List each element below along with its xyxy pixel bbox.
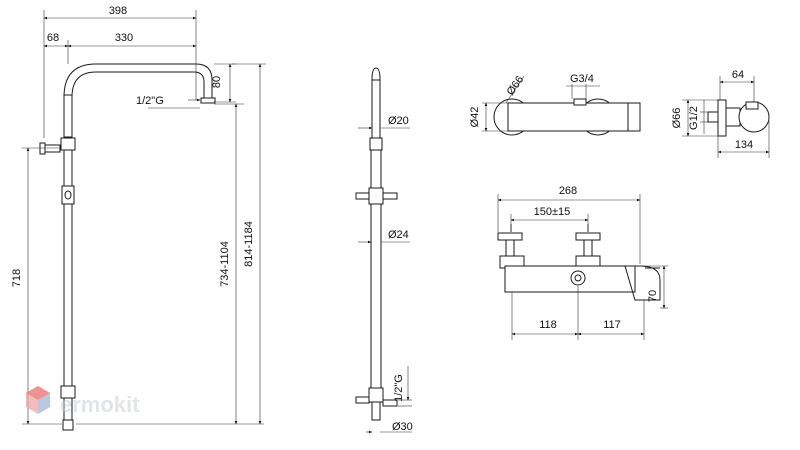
arm-inner (71, 71, 205, 100)
dim-dia-30: Ø30 (392, 421, 413, 433)
side-base (371, 402, 381, 421)
front-body (504, 265, 636, 293)
dim-g12-side: G1/2 (688, 106, 700, 130)
dim-dia-24: Ø24 (388, 229, 409, 241)
mixer-top-view: Ø66 G3/4 Ø42 (469, 73, 641, 136)
shower-column-side-view: Ø20 Ø24 1/2"G Ø30 (355, 67, 413, 434)
dim-height-718: 718 (11, 269, 23, 287)
column-joint-top (60, 137, 76, 151)
dim-70: 70 (647, 290, 659, 302)
side-mixer-inlet (707, 111, 719, 123)
dim-150: 150±15 (534, 206, 571, 218)
thread-top-label: 1/2"G (136, 95, 164, 107)
column-base (62, 419, 74, 431)
dim-118: 118 (539, 319, 557, 331)
side-slide-left (355, 192, 370, 200)
top-outlet (573, 98, 587, 106)
dim-dia-20: Ø20 (388, 115, 409, 127)
head-outlet (200, 97, 216, 104)
dim-268: 268 (559, 185, 577, 197)
dim-offset-68: 68 (47, 32, 59, 44)
front-outlet-hole (574, 274, 582, 282)
dim-height-814-1184: 814-1184 (243, 221, 255, 267)
wall-plate (39, 142, 46, 155)
side-top-cap (371, 67, 381, 81)
side-mixer-plate (717, 99, 727, 137)
dim-g34: G3/4 (570, 73, 594, 85)
side-mixer-nut (725, 107, 741, 127)
column-joint-bottom (60, 385, 76, 399)
dim-134: 134 (735, 139, 753, 151)
side-upper-pipe (371, 79, 381, 141)
side-joint-top (369, 137, 383, 151)
dim-64: 64 (732, 69, 744, 81)
dim-dia-42: Ø42 (469, 107, 481, 128)
upper-pipe (63, 94, 73, 138)
front-right-stem (583, 239, 593, 259)
column-pipe (63, 134, 73, 426)
slide-knob (64, 190, 72, 200)
side-bottom-right (382, 399, 398, 407)
dim-total-width: 398 (109, 5, 127, 17)
watermark-text: ermokit (60, 392, 140, 417)
front-left-eccentric (497, 232, 523, 241)
wall-bracket (43, 144, 61, 153)
mixer-side-view: 64 Ø66 G1/2 134 (671, 69, 770, 158)
front-right-eccentric (575, 232, 601, 241)
side-lower-pipe (370, 149, 382, 389)
side-bottom-left (355, 396, 370, 404)
side-slide-right (382, 192, 398, 200)
watermark: ermokit (26, 386, 140, 417)
top-body (507, 102, 641, 132)
side-joint-bottom (368, 387, 384, 403)
dim-arm-330: 330 (115, 32, 133, 44)
shower-column-front-view: 398 68 330 80 1/2"G 718 734-1104 814-118… (11, 5, 266, 431)
dim-117: 117 (603, 319, 621, 331)
dim-height-80: 80 (211, 76, 223, 88)
watermark-logo-icon (26, 386, 50, 414)
thread-bottom-label: 1/2"G (393, 374, 405, 402)
front-left-stem (505, 239, 515, 259)
side-slide-holder (368, 187, 384, 205)
mixer-front-view: 268 150±15 70 118 117 (497, 185, 668, 340)
dim-dia-66-side: Ø66 (671, 108, 683, 129)
side-mixer-outlet (745, 101, 759, 110)
dim-height-734-1104: 734-1104 (219, 241, 231, 287)
